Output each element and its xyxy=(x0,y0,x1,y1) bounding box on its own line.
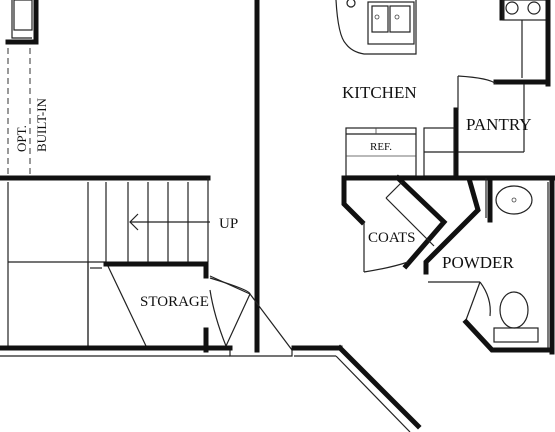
built-in-label-line2: BUILT-IN xyxy=(34,97,49,152)
burner-icon xyxy=(505,1,519,15)
pantry xyxy=(453,75,551,179)
burner-icon-2 xyxy=(527,1,541,15)
kitchen-island xyxy=(335,0,417,55)
refrigerator-label: REF. xyxy=(370,141,392,153)
pantry-label: PANTRY xyxy=(466,115,532,134)
kitchen-cabinet xyxy=(423,127,455,177)
stair-direction-label: UP xyxy=(219,216,238,232)
bottom-wall-diagonal xyxy=(336,344,422,430)
sink-basin-right xyxy=(389,5,411,33)
powder-room xyxy=(428,175,555,355)
storage-room xyxy=(103,261,293,357)
upper-left-cabinet xyxy=(5,0,39,45)
built-in-label-line1: OPT. xyxy=(14,125,29,152)
toilet-icon xyxy=(499,291,529,329)
sink-basin-left xyxy=(371,5,389,33)
coats-closet xyxy=(341,174,481,275)
faucet-icon xyxy=(346,0,356,8)
sink-icon xyxy=(495,185,533,215)
powder-label: POWDER xyxy=(442,253,514,272)
range xyxy=(499,0,551,87)
stair-direction-arrow-head xyxy=(129,213,139,231)
bottom-wall-inner-diagonal xyxy=(335,355,411,432)
coats-label: COATS xyxy=(368,230,416,246)
stair xyxy=(0,175,211,347)
kitchen-label: KITCHEN xyxy=(342,83,417,102)
toilet-tank xyxy=(493,327,539,343)
storage-room-label: STORAGE xyxy=(140,294,209,310)
